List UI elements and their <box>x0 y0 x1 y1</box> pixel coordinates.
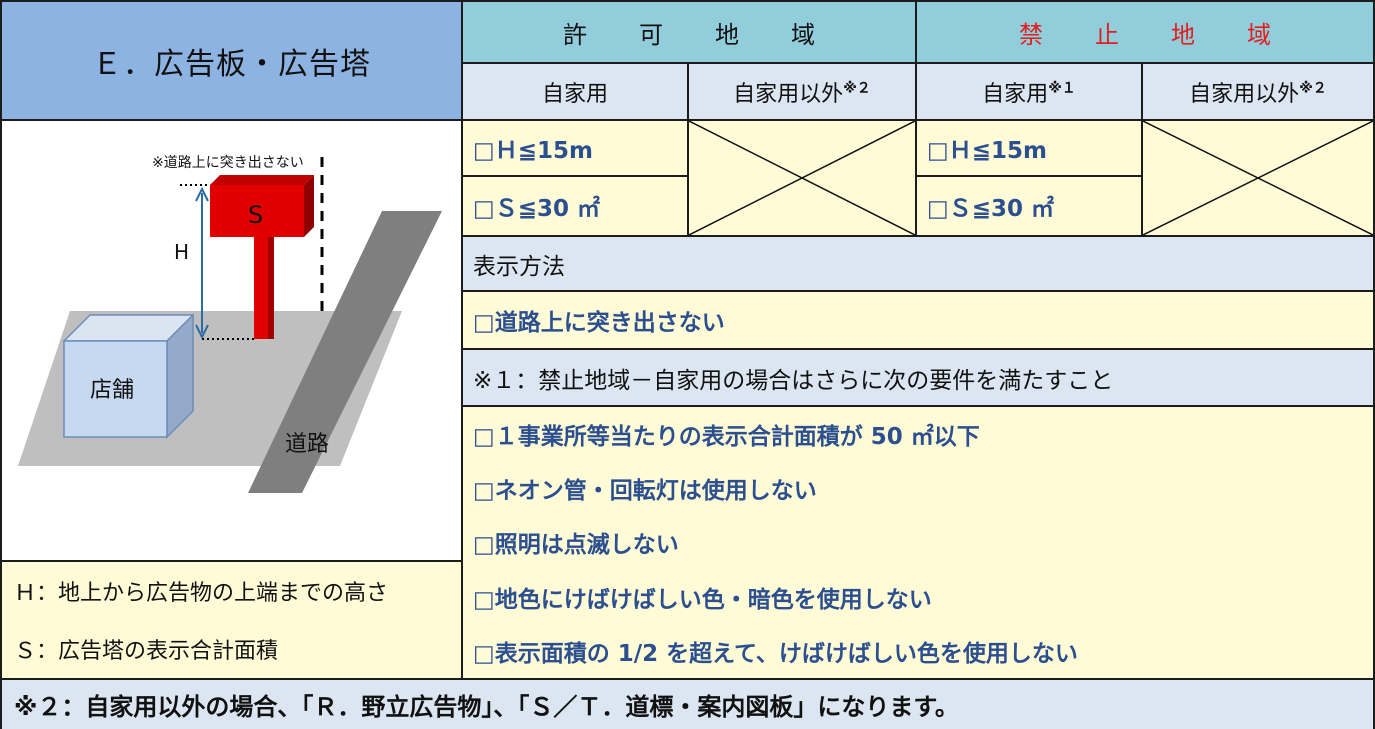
permitted-height-criterion: □Ｈ≦15m <box>461 119 689 177</box>
cross-mark-icon <box>689 121 915 235</box>
cross-mark-icon <box>1143 121 1373 235</box>
note1-header: ※１：禁止地域－自家用の場合はさらに次の要件を満たすこと <box>461 348 1375 407</box>
road-shape <box>248 211 442 493</box>
requirement-item: □１事業所等当たりの表示合計面積が 50 ㎡以下 <box>473 424 980 451</box>
subheader-text: 自家用以外 <box>733 81 844 107</box>
sign-pole <box>254 231 270 339</box>
prohibited-area-criterion: □Ｓ≦30 ㎡ <box>915 175 1143 237</box>
diagram-cell: ※道路上に突き出さない S H 店舗 道路 <box>0 119 463 562</box>
subheader-text: 自家用 <box>982 81 1049 107</box>
footnote-mark: ※２ <box>843 80 871 97</box>
criterion-text: □Ｈ≦15m <box>473 138 593 164</box>
legend-cell: Ｈ：地上から広告物の上端までの高さ Ｓ：広告塔の表示合計面積 <box>0 560 463 680</box>
subheader-label: 自家用※１ <box>982 76 1076 108</box>
legend-s: Ｓ：広告塔の表示合計面積 <box>14 639 279 664</box>
permitted-other-use-na <box>687 119 917 237</box>
sign-letter: S <box>248 201 263 229</box>
height-letter: H <box>174 240 189 264</box>
sign-top <box>210 175 314 185</box>
permitted-zone-label: 許 可 地 域 <box>563 20 829 49</box>
signboard-diagram: ※道路上に突き出さない S H 店舗 道路 <box>18 155 442 493</box>
prohibited-height-criterion: □Ｈ≦15m <box>915 119 1143 177</box>
note1-requirements: □１事業所等当たりの表示合計面積が 50 ㎡以下 □ネオン管・回転灯は使用しない… <box>461 405 1375 680</box>
criterion-text: □Ｓ≦30 ㎡ <box>927 196 1055 222</box>
store-front <box>63 340 168 438</box>
store-label: 店舗 <box>90 378 134 403</box>
subheader-label: 自家用 <box>541 81 608 107</box>
permitted-zone-header: 許 可 地 域 <box>461 0 917 64</box>
title-cell: Ｅ．広告板・広告塔 <box>0 0 463 121</box>
footer-text: ※２：自家用以外の場合、「Ｒ．野立広告物」、「Ｓ／Ｔ．道標・案内図板」になります… <box>14 693 959 721</box>
note1-label: ※１：禁止地域－自家用の場合はさらに次の要件を満たすこと <box>473 367 1114 394</box>
criterion-text: □Ｈ≦15m <box>927 138 1047 164</box>
subheader-label: 自家用以外※２ <box>1189 76 1327 108</box>
page-title: Ｅ．広告板・広告塔 <box>92 46 371 82</box>
subheader-own-use-prohibited: 自家用※１ <box>915 62 1143 121</box>
footnote-mark: ※１ <box>1048 80 1076 97</box>
display-method-rule: □道路上に突き出さない <box>461 290 1375 350</box>
requirement-item: □照明は点滅しない <box>473 532 679 559</box>
display-method-header: 表示方法 <box>461 235 1375 292</box>
rule-text: □道路上に突き出さない <box>473 310 725 336</box>
prohibited-other-use-na <box>1141 119 1375 237</box>
prohibited-zone-header: 禁 止 地 域 <box>915 0 1375 64</box>
subheader-label: 自家用以外※２ <box>733 76 871 108</box>
arrowhead-up <box>195 186 209 202</box>
subheader-text: 自家用以外 <box>1189 81 1300 107</box>
legend-h: Ｈ：地上から広告物の上端までの高さ <box>14 581 389 606</box>
subheader-other-use-permitted: 自家用以外※２ <box>687 62 917 121</box>
requirement-item: □ネオン管・回転灯は使用しない <box>473 478 817 505</box>
subheader-own-use-permitted: 自家用 <box>461 62 689 121</box>
display-method-label: 表示方法 <box>473 253 565 280</box>
road-label: 道路 <box>285 432 329 457</box>
prohibited-zone-label: 禁 止 地 域 <box>1019 20 1285 49</box>
permitted-area-criterion: □Ｓ≦30 ㎡ <box>461 175 689 237</box>
criterion-text: □Ｓ≦30 ㎡ <box>473 196 601 222</box>
requirement-item: □地色にけばけばしい色・暗色を使用しない <box>473 586 932 613</box>
caption-text: ※道路上に突き出さない <box>152 155 304 171</box>
requirement-item: □表示面積の 1/2 を超えて、けばけばしい色を使用しない <box>473 640 1078 667</box>
subheader-other-use-prohibited: 自家用以外※２ <box>1141 62 1375 121</box>
sign-pole-shade <box>268 227 274 339</box>
footer-note: ※２：自家用以外の場合、「Ｒ．野立広告物」、「Ｓ／Ｔ．道標・案内図板」になります… <box>0 678 1375 729</box>
sign-side <box>304 175 314 237</box>
sign-front <box>210 185 304 237</box>
footnote-mark: ※２ <box>1299 80 1327 97</box>
arrowhead-down <box>195 324 209 340</box>
